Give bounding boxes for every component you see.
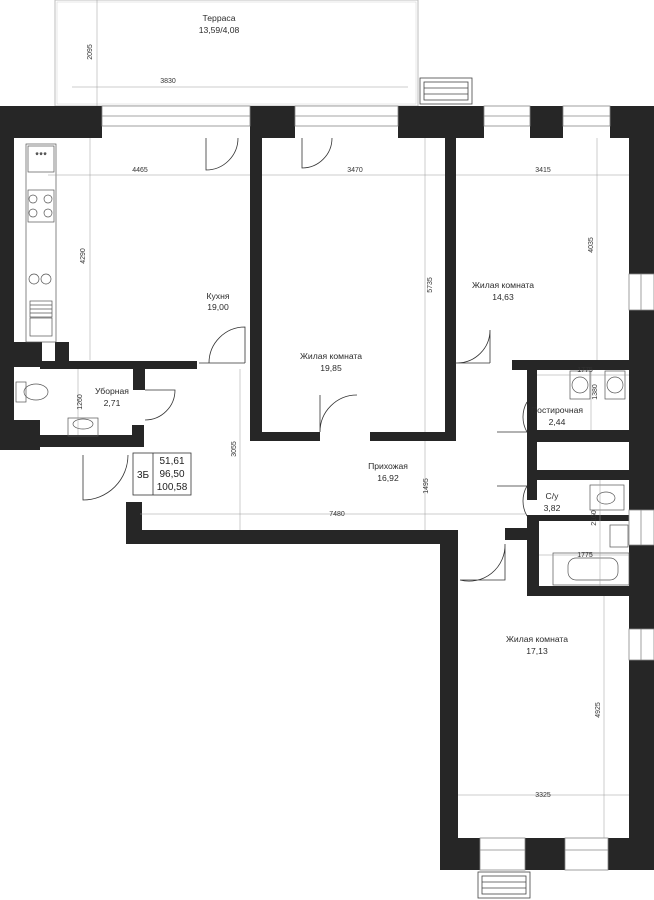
ac-unit-icon	[419, 77, 531, 899]
svg-text:* * *: * * *	[36, 153, 47, 159]
dim-wc-depth: 1260	[77, 394, 84, 410]
dim-bath-width: 1775	[577, 552, 593, 559]
dim-room4-depth: 4925	[595, 702, 602, 718]
apartment-area-with-terrace: 100,58	[157, 482, 188, 493]
dim-hall-depth: 3055	[231, 441, 238, 457]
apartment-area-living: 51,61	[159, 456, 184, 467]
room-living-3-area: 14,63	[492, 292, 514, 302]
room-kitchen-area: 19,00	[207, 302, 229, 312]
dim-terrace-depth: 2095	[87, 44, 94, 60]
dimension-labels: 2095 3830 4465 4290 3470 5735 3415 4035 …	[77, 44, 602, 799]
dim-bath-depth: 2160	[591, 510, 598, 526]
dim-room2-depth: 5735	[427, 277, 434, 293]
room-bath-area: 3,82	[544, 503, 561, 513]
dim-room2-width: 3470	[347, 167, 363, 174]
dim-kitchen-width: 4465	[132, 167, 148, 174]
apartment-area-total: 96,50	[159, 469, 184, 480]
room-hall-name: Прихожая	[368, 461, 408, 471]
room-laundry-name: Постирочная	[531, 405, 583, 415]
apartment-info: 3Б 51,61 96,50 100,58	[132, 452, 192, 496]
room-labels: Терраса 13,59/4,08 Кухня 19,00 Жилая ком…	[95, 13, 583, 656]
dim-room3-depth: 4035	[588, 237, 595, 253]
room-wc-name: Уборная	[95, 386, 129, 396]
dim-kitchen-depth: 4290	[80, 248, 87, 264]
dim-terrace-width: 3830	[160, 78, 176, 85]
apartment-type: 3Б	[137, 470, 150, 481]
room-kitchen-name: Кухня	[207, 291, 230, 301]
room-living-4-area: 17,13	[526, 646, 548, 656]
room-living-2-area: 19,85	[320, 363, 342, 373]
toilet-icon	[15, 370, 630, 586]
dim-room4-width: 3325	[535, 792, 551, 799]
terrace-area: 13,59/4,08	[199, 25, 240, 35]
dim-hall-depth2: 1495	[423, 478, 430, 494]
dim-laundry-width: 1775	[577, 367, 593, 374]
room-bath-name: С/у	[546, 491, 560, 501]
doors	[82, 137, 528, 582]
room-laundry-area: 2,44	[549, 417, 566, 427]
room-living-3-name: Жилая комната	[472, 280, 534, 290]
room-living-4-name: Жилая комната	[506, 634, 568, 644]
dimension-lines	[48, 0, 629, 838]
room-hall-area: 16,92	[377, 473, 399, 483]
dim-laundry-depth: 1380	[592, 384, 599, 400]
terrace	[54, 0, 419, 107]
terrace-name: Терраса	[203, 13, 236, 23]
dim-room3-width: 3415	[535, 167, 551, 174]
room-wc-area: 2,71	[104, 398, 121, 408]
room-living-2-name: Жилая комната	[300, 351, 362, 361]
kitchen-counter: * * *	[25, 143, 57, 343]
windows	[101, 105, 654, 871]
dim-hall-width: 7480	[329, 511, 345, 518]
walls	[0, 106, 654, 870]
